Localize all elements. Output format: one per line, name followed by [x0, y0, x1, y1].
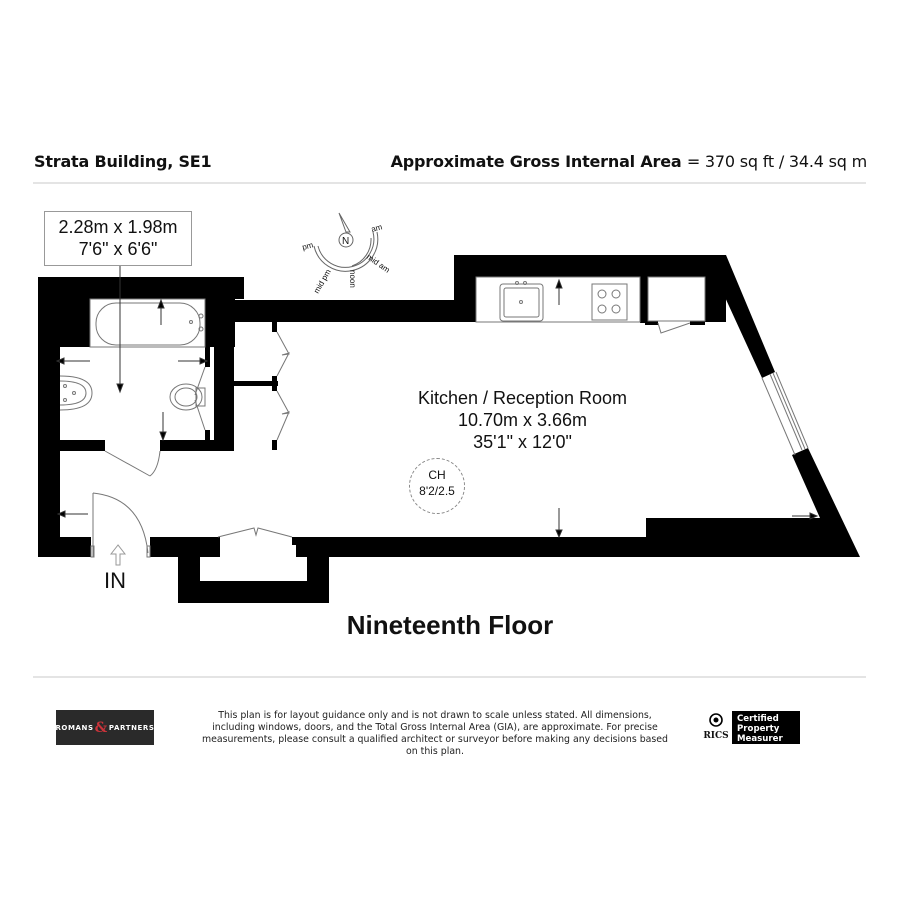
agent-logo-ampersand: &: [94, 719, 108, 736]
bathroom-dim-metric: 2.28m x 1.98m: [58, 217, 178, 237]
svg-text:mid am: mid am: [365, 252, 392, 275]
bathroom-dim-imperial: 7'6" x 6'6": [78, 239, 158, 259]
cert-line-1: Certified: [737, 714, 779, 724]
cert-line-2: Property: [737, 724, 780, 734]
cert-line-3: Measurer: [737, 734, 783, 744]
svg-text:am: am: [370, 222, 383, 234]
toilet: [169, 366, 206, 431]
room-dim-imperial: 35'1" x 12'0": [473, 432, 572, 452]
cupboard-doors: [276, 331, 290, 441]
gross-area-label: Approximate Gross Internal Area: [390, 152, 682, 171]
agent-logo-text-left: ROMANS: [55, 723, 94, 732]
svg-text:noon: noon: [348, 270, 357, 288]
room-name: Kitchen / Reception Room: [417, 388, 628, 408]
property-title: Strata Building, SE1: [34, 152, 212, 171]
agent-logo-text-right: PARTNERS: [108, 723, 155, 732]
kitchen-counter: [475, 276, 641, 323]
room-label-kitchen-reception: Kitchen / Reception Room 10.70m x 3.66m …: [380, 387, 665, 453]
svg-text:pm: pm: [301, 240, 314, 252]
svg-text:mid pm: mid pm: [312, 267, 333, 295]
header-divider: [33, 182, 866, 184]
rics-logo: RICS: [698, 712, 734, 741]
basin: [59, 375, 93, 411]
footer-divider: [33, 676, 866, 678]
entrance-arrow-icon: [109, 544, 127, 566]
ceiling-height-label: CH: [428, 468, 446, 482]
certified-measurer-badge: Certified Property Measurer: [732, 711, 800, 744]
compass-rose-icon: N am mid am noon mid pm pm: [301, 212, 392, 295]
gross-area: Approximate Gross Internal Area = 370 sq…: [390, 152, 868, 171]
dimension-arrows: [55, 266, 819, 539]
window: [761, 371, 809, 456]
kitchen-cupboard: [647, 276, 706, 334]
walls: [38, 255, 860, 603]
ceiling-height-value: 8'2/2.5: [419, 484, 455, 498]
entrance-door: [90, 492, 151, 558]
bathtub: [89, 298, 206, 348]
room-dim-metric: 10.70m x 3.66m: [457, 410, 588, 430]
bathroom-door: [104, 450, 161, 477]
ceiling-height-badge: CH 8'2/2.5: [409, 458, 465, 514]
entrance-label: IN: [104, 568, 126, 593]
lion-icon: [709, 713, 723, 727]
agent-logo: ROMANS & PARTNERS: [55, 710, 155, 745]
svg-text:N: N: [342, 236, 349, 247]
disclaimer-text: This plan is for layout guidance only an…: [201, 710, 669, 757]
floor-label: Nineteenth Floor: [346, 610, 554, 640]
gross-area-value: = 370 sq ft / 34.4 sq m: [686, 152, 867, 171]
rics-label: RICS: [703, 731, 729, 741]
bathroom-dimensions: 2.28m x 1.98m 7'6" x 6'6": [44, 211, 192, 266]
balcony-doors: [217, 527, 293, 538]
